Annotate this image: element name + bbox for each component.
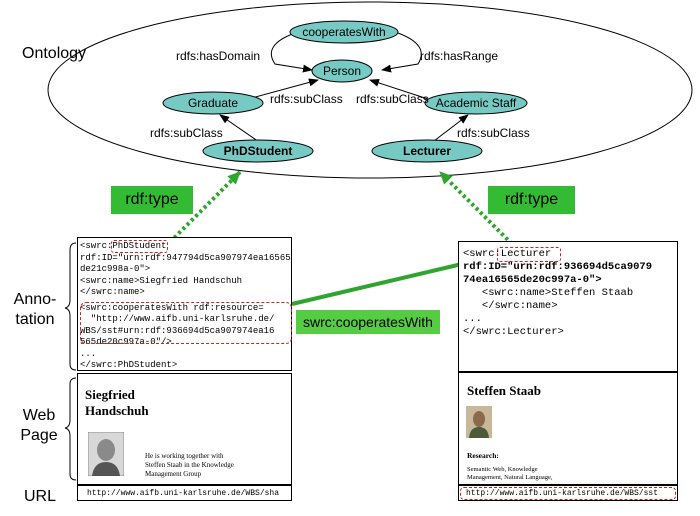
left-annotation-code: <swrc:PhDStudent rdf:ID="urn:rdf:947794d… bbox=[80, 241, 291, 372]
node-phd-student bbox=[202, 139, 314, 163]
left-url-bar: http://www.aifb.uni-karlsruhe.de/WBS/sha bbox=[77, 485, 292, 501]
left-page-text-1: He is working together with bbox=[145, 452, 224, 460]
code-line: rdf:ID="urn:rdf:936694d5ca9079 bbox=[463, 261, 653, 273]
side-label-webpage-2: Page bbox=[20, 427, 58, 444]
left-page-text-3: Management Group bbox=[145, 470, 202, 478]
code-line: <swrc:PhDStudent bbox=[80, 241, 167, 251]
right-annotation-panel: <swrc:Lecturer rdf:ID="urn:rdf:936694d5c… bbox=[458, 241, 678, 372]
rdf-type-arrow-right bbox=[438, 170, 514, 246]
edge-label-has-domain: rdfs:hasDomain bbox=[176, 49, 260, 63]
edge-lecturer-academic bbox=[429, 114, 469, 145]
left-page-name-1: Siegfried bbox=[85, 387, 135, 402]
highlight-lecturer bbox=[497, 247, 561, 262]
edge-academic-person bbox=[369, 79, 429, 100]
rdf-type-label-left: rdf:type bbox=[111, 186, 193, 214]
right-web-page: Steffen Staab Research: Semantic Web, Kn… bbox=[458, 372, 678, 485]
rdf-type-label-right: rdf:type bbox=[488, 186, 575, 214]
ontology-ellipse bbox=[47, 1, 693, 179]
left-url-text[interactable]: http://www.aifb.uni-karlsruhe.de/WBS/sha bbox=[87, 489, 280, 498]
code-line: <swrc:name>Siegfried Handschuh bbox=[80, 275, 243, 286]
right-url-bar: http://www.aifb.uni-karlsruhe.de/WBS/sst bbox=[458, 485, 678, 501]
code-line: de21c998a-0"> bbox=[80, 264, 151, 274]
side-label-ontology: Ontology bbox=[22, 45, 87, 62]
code-line: </swrc:PhDStudent> bbox=[80, 360, 178, 370]
node-label-cooperates-with: cooperatesWith bbox=[302, 25, 385, 39]
code-line: rdf:ID="urn:rdf:947794d5ca907974ea16565 bbox=[80, 252, 291, 263]
edge-has-domain bbox=[270, 32, 313, 73]
right-annotation-code: <swrc:Lecturer rdf:ID="urn:rdf:936694d5c… bbox=[463, 248, 652, 339]
edge-label-has-range: rdfs:hasRange bbox=[420, 49, 498, 63]
code-line: 565de20c997a-0"/> bbox=[80, 337, 172, 347]
code-line: <swrc:cooperatesWith rdf:resource= bbox=[80, 302, 264, 313]
relation-label-cooperates-with: swrc:cooperatesWith bbox=[296, 310, 440, 334]
code-line: WBS/sst#urn:rdf:936694d5ca907974ea16 bbox=[80, 325, 275, 336]
code-line: <swrc:name>Steffen Staab bbox=[463, 287, 634, 299]
edge-label-subclass-academic-person: rdfs:subClass bbox=[356, 92, 429, 106]
code-line: </swrc:Lecturer> bbox=[463, 326, 564, 338]
edge-has-range bbox=[381, 32, 422, 73]
node-person bbox=[311, 59, 373, 83]
right-page-name: Steffen Staab bbox=[467, 383, 542, 398]
edge-label-subclass-graduate-person: rdfs:subClass bbox=[270, 92, 343, 106]
code-line: </swrc:name> bbox=[80, 287, 145, 297]
right-page-research-label: Research: bbox=[467, 451, 499, 460]
annotation-bracket bbox=[64, 242, 77, 371]
webpage-bracket bbox=[64, 377, 77, 481]
edge-phd-graduate bbox=[219, 114, 263, 145]
rdf-type-arrow-left bbox=[168, 170, 242, 244]
side-label-annotation-2: tation bbox=[15, 311, 55, 328]
code-line: 74ea16565de20c997a-0"> bbox=[463, 274, 602, 286]
side-label-annotation-1: Anno- bbox=[13, 291, 57, 308]
edge-label-subclass-phd-graduate: rdfs:subClass bbox=[150, 126, 223, 140]
edge-graduate-person bbox=[247, 78, 319, 100]
node-cooperates-with bbox=[289, 20, 399, 44]
side-label-webpage-1: Web bbox=[22, 407, 56, 424]
node-label-academic-staff: Academic Staff bbox=[436, 96, 517, 110]
highlight-phd-student bbox=[111, 240, 168, 253]
code-line: "http://www.aifb.uni-karlsruhe.de/ bbox=[80, 314, 275, 324]
node-label-person: Person bbox=[323, 64, 361, 78]
node-label-graduate: Graduate bbox=[188, 96, 238, 110]
left-page-name-2: Handschuh bbox=[85, 403, 149, 418]
right-portrait-photo bbox=[466, 406, 492, 438]
node-label-lecturer: Lecturer bbox=[403, 144, 451, 158]
right-page-research-2: Management, Natural Language, bbox=[467, 474, 553, 481]
node-lecturer bbox=[371, 139, 483, 163]
side-label-url: URL bbox=[24, 488, 57, 505]
node-label-phd-student: PhDStudent bbox=[224, 144, 293, 158]
right-url-text[interactable]: http://www.aifb.uni-karlsruhe.de/WBS/sst bbox=[466, 489, 659, 498]
code-line: ... bbox=[463, 313, 482, 325]
highlight-right-url bbox=[460, 487, 676, 500]
highlight-cooperates-with bbox=[80, 302, 292, 344]
code-line: <swrc:Lecturer bbox=[463, 248, 552, 260]
right-page-research-1: Semantic Web, Knowledge bbox=[467, 466, 538, 473]
code-line: ... bbox=[80, 348, 97, 359]
code-line: </swrc:name> bbox=[463, 300, 558, 312]
edge-label-subclass-lecturer-academic: rdfs:subClass bbox=[457, 126, 530, 140]
left-portrait-photo bbox=[88, 432, 124, 476]
left-web-page: Siegfried Handschuh He is working togeth… bbox=[77, 373, 292, 485]
left-annotation-panel: <swrc:PhDStudent rdf:ID="urn:rdf:947794d… bbox=[77, 237, 292, 371]
node-graduate bbox=[162, 91, 264, 115]
left-page-text-2: Steffen Staab in the Knowledge bbox=[145, 461, 234, 469]
node-academic-staff bbox=[424, 91, 528, 115]
